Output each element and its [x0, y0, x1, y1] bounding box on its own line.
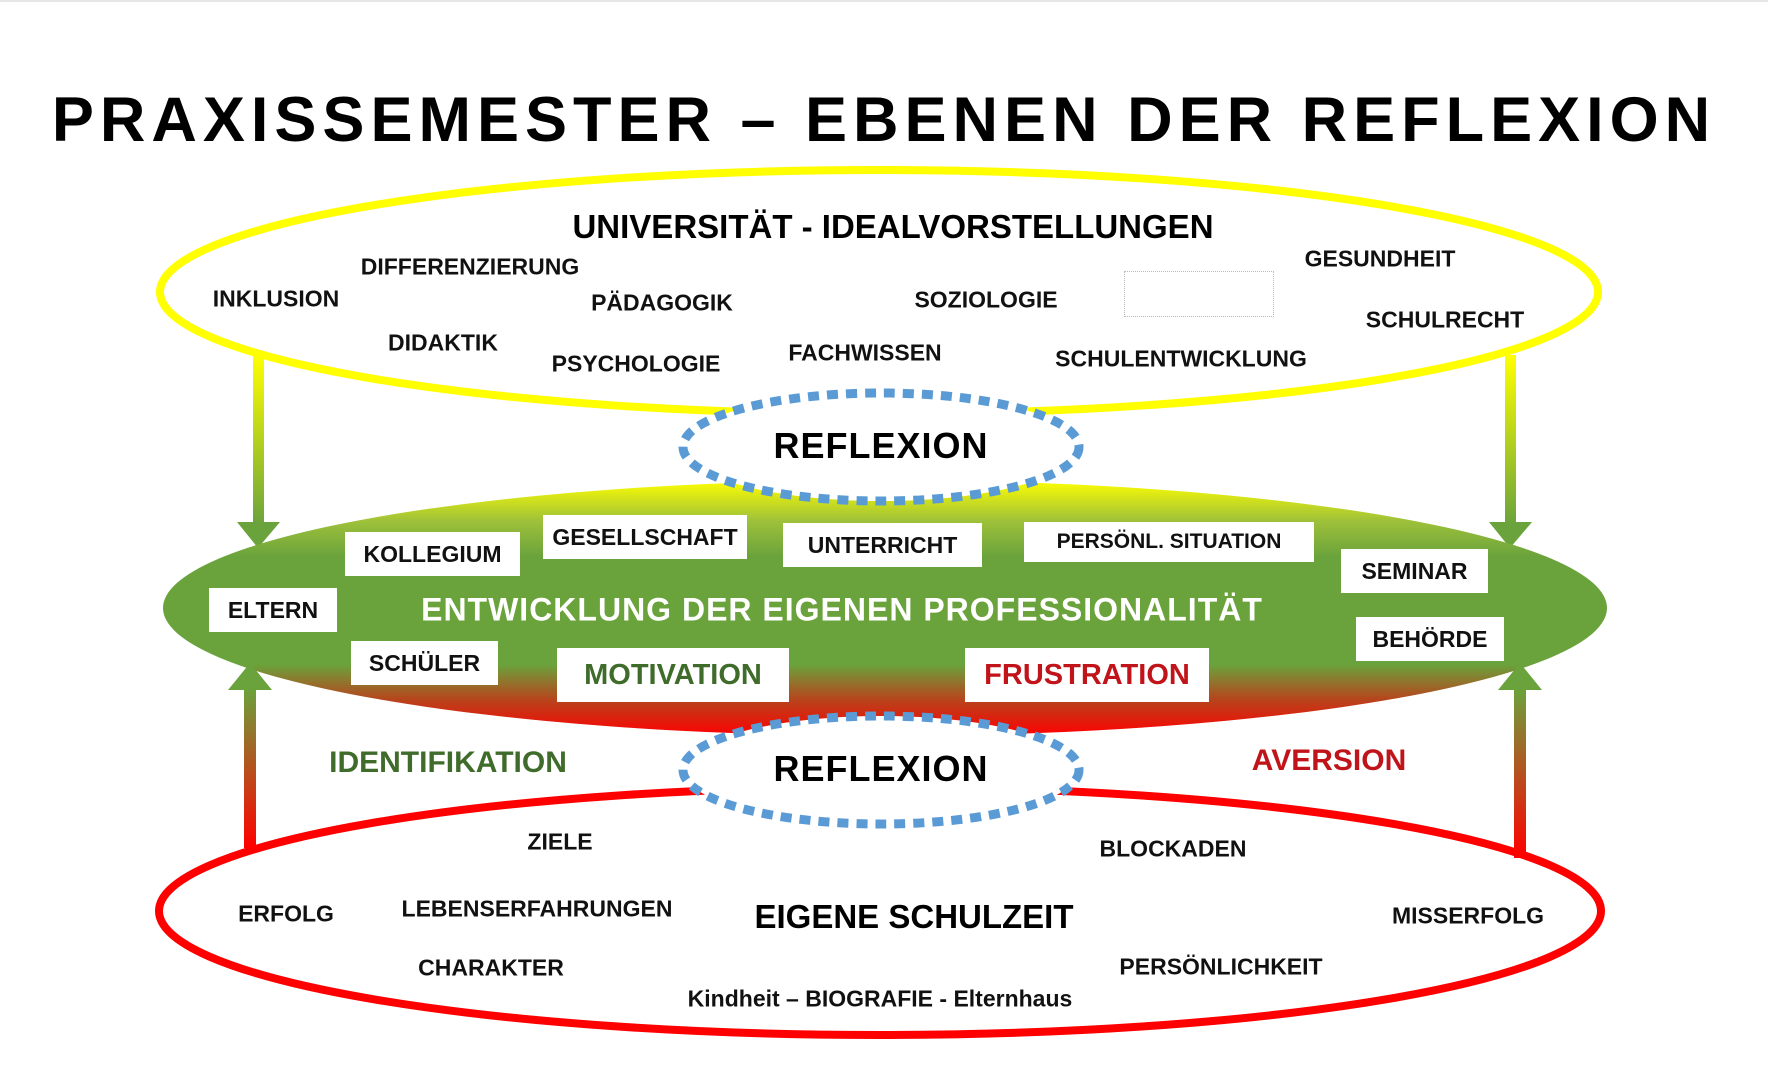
term-lebenserfahrungen: LEBENSERFAHRUNGEN	[401, 895, 673, 922]
reflection-label-top: REFLEXION	[773, 425, 989, 466]
term-gesundheit: GESUNDHEIT	[1304, 245, 1456, 272]
up-arrow-left	[228, 663, 272, 848]
term-fachwissen: FACHWISSEN	[788, 339, 942, 366]
box-unterricht: UNTERRICHT	[783, 523, 982, 567]
term-inklusion: INKLUSION	[212, 285, 340, 312]
reflection-ellipse-bottom	[678, 711, 1084, 829]
box-frustration: FRUSTRATION	[965, 648, 1209, 702]
term-differenzierung: DIFFERENZIERUNG	[360, 253, 580, 280]
term-charakter: CHARAKTER	[418, 954, 564, 981]
up-arrow-right	[1498, 663, 1542, 858]
term-erfolg: ERFOLG	[238, 900, 334, 927]
box-motivation: MOTIVATION	[557, 648, 789, 702]
box-seminar: SEMINAR	[1341, 549, 1488, 593]
term-soziologie: SOZIOLOGIE	[914, 286, 1058, 313]
box-behoerde: BEHÖRDE	[1356, 617, 1504, 661]
page-title: PRAXISSEMESTER – EBENEN DER REFLEXION	[51, 85, 1717, 155]
professionalism-heading: ENTWICKLUNG DER EIGENEN PROFESSIONALITÄT	[421, 591, 1263, 628]
empty-placeholder-box	[1124, 271, 1274, 317]
university-heading: UNIVERSITÄT - IDEALVORSTELLUNGEN	[572, 208, 1214, 245]
term-schulrecht: SCHULRECHT	[1365, 306, 1525, 333]
label-aversion: AVERSION	[1251, 744, 1407, 777]
university-ellipse	[156, 166, 1602, 418]
reflection-label-bottom: REFLEXION	[773, 748, 989, 789]
box-eltern: ELTERN	[209, 588, 337, 632]
term-paedagogik: PÄDAGOGIK	[591, 289, 733, 316]
own-school-heading: EIGENE SCHULZEIT	[754, 898, 1074, 935]
label-identifikation: IDENTIFIKATION	[329, 746, 567, 779]
term-misserfolg: MISSERFOLG	[1391, 902, 1545, 929]
box-gesellschaft: GESELLSCHAFT	[543, 515, 747, 559]
top-border-line	[0, 0, 1768, 2]
term-psychologie: PSYCHOLOGIE	[551, 350, 721, 377]
term-persoenlichkeit: PERSÖNLICHKEIT	[1119, 953, 1323, 980]
down-arrow-right	[1489, 355, 1532, 548]
box-kollegium: KOLLEGIUM	[345, 532, 520, 576]
term-blockaden: BLOCKADEN	[1099, 835, 1247, 862]
down-arrow-left	[237, 355, 280, 548]
term-ziele: ZIELE	[527, 828, 593, 855]
own-school-footer: Kindheit – BIOGRAFIE - Elternhaus	[687, 985, 1073, 1012]
box-persoenl-situation: PERSÖNL. SITUATION	[1024, 522, 1314, 562]
reflection-ellipse-top	[678, 388, 1084, 506]
term-schulentwicklung: SCHULENTWICKLUNG	[1055, 345, 1307, 372]
box-schueler: SCHÜLER	[351, 641, 498, 685]
term-didaktik: DIDAKTIK	[388, 329, 498, 356]
